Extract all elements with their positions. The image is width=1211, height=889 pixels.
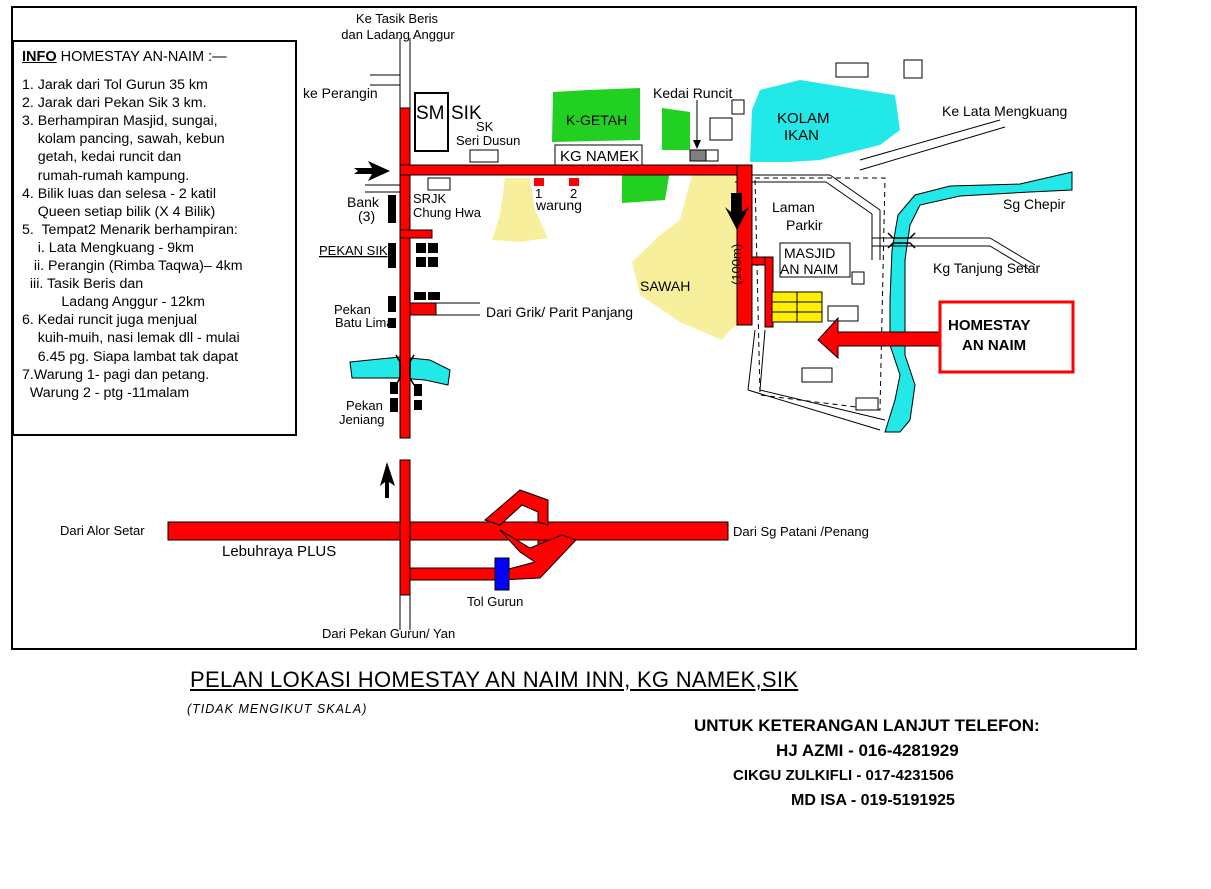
label-chung-hwa: Chung Hwa [413, 205, 482, 220]
label-homestay: HOMESTAY [948, 317, 1031, 334]
label-distance: (100m) [729, 244, 744, 285]
label-homestay-an-naim: AN NAIM [962, 337, 1026, 354]
info-title-rest: HOMESTAY AN-NAIM :— [56, 49, 227, 65]
rubber-estate-strip [662, 108, 690, 150]
label-sk: SK [476, 119, 494, 134]
label-warung-2: 2 [570, 186, 577, 201]
sg-chepir-river [884, 171, 1073, 433]
kedai-runcit-marker [689, 149, 707, 162]
info-title: INFO HOMESTAY AN-NAIM :— [22, 48, 289, 66]
label-srjk: SRJK [413, 191, 447, 206]
info-line: getah, kedai runcit dan [22, 149, 182, 166]
info-line: Ladang Anggur - 12km [22, 294, 205, 311]
label-batu-lima: Batu Lima [335, 315, 394, 330]
label-sawah: SAWAH [640, 278, 690, 294]
info-line: 3. Berhampiran Masjid, sungai, [22, 113, 218, 130]
kedai-runcit-marker-2 [705, 149, 719, 162]
info-title-bold: INFO [22, 49, 57, 65]
label-bank: Bank [347, 194, 380, 210]
info-line: 5. Tempat2 Menarik berhampiran: [22, 221, 238, 238]
shop-blocks [388, 195, 440, 412]
label-to-tasik-beris-2: dan Ladang Anggur [341, 27, 455, 42]
info-line: iii. Tasik Beris dan [22, 276, 144, 293]
info-line: kolam pancing, sawah, kebun [22, 131, 225, 148]
info-line: ii. Perangin (Rimba Taqwa)– 4km [22, 258, 243, 275]
label-laman: Laman [772, 199, 815, 215]
fish-pond [750, 80, 900, 162]
label-kedai-runcit: Kedai Runcit [653, 85, 732, 101]
label-warung: warung [535, 197, 582, 213]
label-kolam: KOLAM [777, 110, 830, 127]
info-line: 2. Jarak dari Pekan Sik 3 km. [22, 95, 207, 112]
info-line: 6. Kedai runcit juga menjual [22, 312, 198, 329]
homestay-house [771, 291, 823, 323]
info-panel: INFO HOMESTAY AN-NAIM :— 1. Jarak dari T… [12, 40, 297, 436]
label-parkir: Parkir [786, 217, 823, 233]
rubber-estate-lower [622, 170, 670, 203]
mosque-compound [754, 177, 886, 411]
label-bank-count: (3) [358, 208, 375, 224]
label-an-naim-mosque: AN NAIM [780, 261, 838, 277]
label-kg-tanjung-setar: Kg Tanjung Setar [933, 260, 1040, 276]
label-to-perangin: ke Perangin [303, 85, 378, 101]
label-from-grik: Dari Grik/ Parit Panjang [486, 304, 633, 320]
rubber-estate [552, 88, 640, 142]
label-from-sg-patani: Dari Sg Patani /Penang [733, 524, 869, 539]
info-line: Warung 2 - ptg -11malam [22, 384, 190, 401]
label-from-gurun: Dari Pekan Gurun/ Yan [322, 626, 455, 641]
label-from-alor-setar: Dari Alor Setar [60, 523, 145, 538]
contact-line: HJ AZMI - 016-4281929 [776, 741, 959, 760]
paddy-field-small [492, 178, 548, 242]
label-pekan-sik: PEKAN SIK [319, 243, 388, 258]
label-sik: SIK [451, 103, 482, 124]
page-title: PELAN LOKASI HOMESTAY AN NAIM INN, KG NA… [190, 667, 799, 692]
label-to-tasik-beris-1: Ke Tasik Beris [356, 11, 439, 26]
label-ikan: IKAN [784, 127, 819, 144]
label-sg-chepir: Sg Chepir [1003, 196, 1066, 212]
label-jeniang: Jeniang [339, 412, 385, 427]
main-roads [167, 107, 774, 596]
warung-markers [534, 178, 579, 186]
info-line: Queen setiap bilik (X 4 Bilik) [22, 203, 216, 220]
label-kg-namek: KG NAMEK [560, 148, 639, 165]
toll-gate [494, 557, 510, 591]
info-line: 1. Jarak dari Tol Gurun 35 km [22, 77, 208, 94]
contact-heading: UNTUK KETERANGAN LANJUT TELEFON: [694, 716, 1040, 735]
label-pekan-batu: Pekan [334, 302, 371, 317]
label-sm: SM [416, 103, 445, 124]
info-line: i. Lata Mengkuang - 9km [22, 239, 194, 256]
contact-line: MD ISA - 019-5191925 [791, 792, 955, 809]
label-warung-1: 1 [535, 186, 542, 201]
label-tol-gurun: Tol Gurun [467, 594, 523, 609]
info-line: 4. Bilik luas dan selesa - 2 katil [22, 185, 216, 202]
down-arrow-icon [725, 193, 749, 230]
contact-line: CIKGU ZULKIFLI - 017-4231506 [733, 767, 954, 784]
paddy-field-sawah [632, 175, 750, 340]
bridge-markers [395, 232, 916, 386]
up-arrow-icon [380, 462, 395, 498]
info-line: 6.45 pg. Siapa lambat tak dapat [22, 348, 239, 365]
label-highway: Lebuhraya PLUS [222, 543, 336, 560]
interchange [484, 489, 577, 581]
kedai-pointer-icon [693, 140, 701, 149]
kg-namek-box [554, 144, 643, 166]
homestay-label-box [938, 300, 1075, 374]
label-kgetah: K-GETAH [566, 112, 627, 128]
scale-note: (TIDAK MENGIKUT SKALA) [187, 702, 368, 716]
label-masjid: MASJID [784, 245, 835, 261]
info-line: rumah-rumah kampung. [22, 167, 190, 184]
buildings [414, 59, 923, 411]
label-to-lata-mengkuang: Ke Lata Mengkuang [942, 103, 1067, 119]
info-line: kuih-muih, nasi lemak dll - mulai [22, 330, 240, 347]
label-seri-dusun: Seri Dusun [456, 133, 520, 148]
info-line: 7.Warung 1- pagi dan petang. [22, 366, 210, 383]
label-pekan-jeniang: Pekan [346, 398, 383, 413]
entry-arrow-icon [354, 161, 390, 181]
